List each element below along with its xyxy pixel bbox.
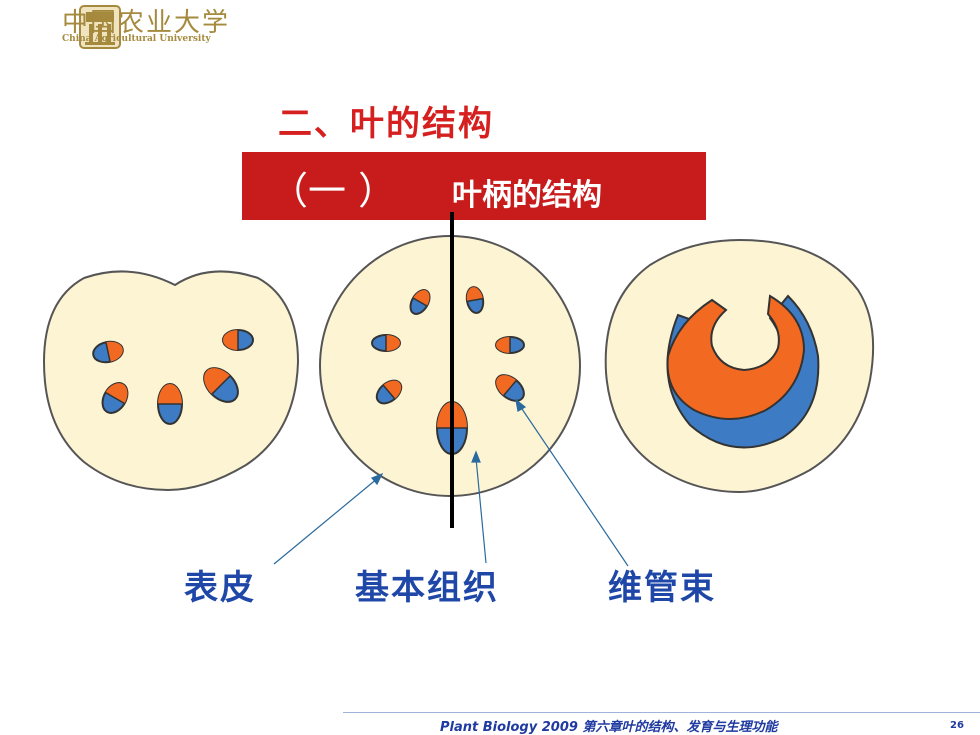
university-name-english: China Agricultural University <box>62 34 211 44</box>
petiole-left-outline <box>42 270 300 492</box>
university-emblem-icon <box>79 5 121 49</box>
vascular-bundles-middle <box>371 286 525 455</box>
petiole-right-outline <box>604 238 875 494</box>
subtitle-number: （一 ） <box>270 169 397 213</box>
label-ground-tissue: 基本组织 <box>355 568 499 608</box>
footer-text: Plant Biology 2009 第六章叶的结构、发育与生理功能 <box>440 720 778 735</box>
xylem-crescent <box>666 294 806 420</box>
label-arrows <box>273 398 629 567</box>
footer-divider <box>343 712 980 713</box>
page-number: 26 <box>950 720 964 731</box>
slide-title: 二、叶的结构 <box>278 104 494 144</box>
label-epidermis: 表皮 <box>184 568 256 608</box>
university-name-chinese: 中国农业大学 <box>62 8 231 38</box>
vascular-bundles-left <box>92 329 254 425</box>
petiole-cross-section-diagram <box>42 212 875 567</box>
subtitle-text: 叶柄的结构 <box>452 178 602 213</box>
label-vascular-bundle: 维管束 <box>608 568 716 608</box>
subtitle-banner <box>242 152 706 220</box>
